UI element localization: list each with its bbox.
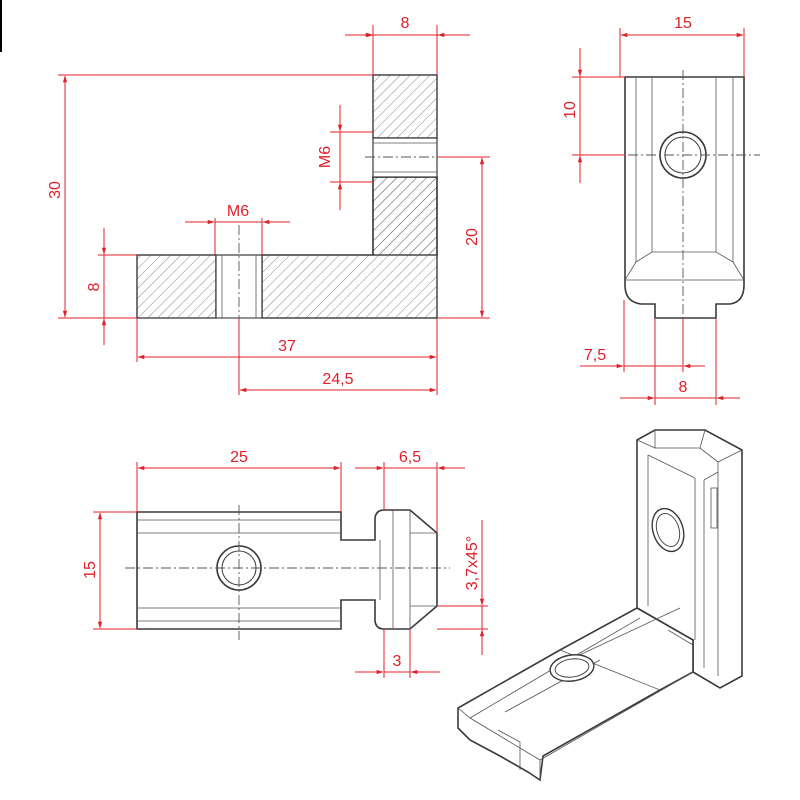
dim-top-length: 25 <box>230 449 248 466</box>
dim-side-thread-vertical: M6 <box>317 146 334 168</box>
end-view-outline <box>624 76 745 319</box>
dim-side-width-top: 8 <box>401 15 410 32</box>
iso-vertical-hole <box>651 507 685 553</box>
iso-horizontal-base <box>457 607 694 782</box>
dim-side-length-offset: 24,5 <box>322 371 353 388</box>
dim-top-tab-length: 6,5 <box>399 449 421 466</box>
vertical-thread-hole <box>372 137 438 178</box>
top-view: 25 6,5 15 3,7x45° 3 <box>82 449 488 678</box>
dim-end-width: 15 <box>674 15 692 32</box>
dim-side-length-total: 37 <box>278 338 296 355</box>
dim-side-height-base: 8 <box>86 282 103 291</box>
dim-side-thread-horizontal: M6 <box>227 203 249 220</box>
top-view-outline <box>136 509 438 630</box>
dim-top-tab-step: 3 <box>393 653 402 670</box>
end-view: 15 10 7,5 8 <box>562 15 760 405</box>
dim-end-hole-height: 10 <box>562 101 579 119</box>
iso-base-hole <box>549 654 595 682</box>
dim-side-height-total: 30 <box>47 181 64 199</box>
dim-top-width: 15 <box>82 561 99 579</box>
dim-top-chamfer: 3,7x45° <box>464 536 481 590</box>
side-view: 8 30 M6 M6 8 20 37 <box>47 15 490 395</box>
dim-end-offset-left: 7,5 <box>584 347 606 364</box>
upper-arm-section <box>372 74 438 139</box>
base-left-section <box>136 254 217 319</box>
dim-end-slot-width: 8 <box>679 379 688 396</box>
dim-side-height-upper: 20 <box>464 228 481 246</box>
base-right-section <box>261 176 438 319</box>
iso-view <box>457 429 743 782</box>
